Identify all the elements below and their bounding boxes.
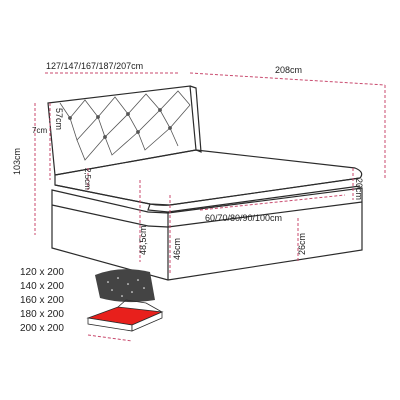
side-height-label: 26cm [297,233,307,255]
total-height-label: 103cm [12,148,22,175]
topper-edge-label: 20cm [354,178,364,200]
size-item: 120 x 200 [20,267,64,278]
size-item: 180 x 200 [20,309,64,320]
storage-box-illustration [86,269,164,342]
mattress [54,149,363,213]
headboard-gap-label: 7cm [32,126,47,135]
top-width-label: 127/147/167/187/207cm [46,61,143,71]
sizes-list: 120 x 200 140 x 200 160 x 200 180 x 200 … [20,267,64,334]
front-height-label: 48,5cm [138,225,148,255]
mattress-widths-label: 60/70/80/90/100cm [205,213,282,223]
base-height-label: 46cm [172,238,182,260]
lid-texture [107,277,145,297]
topper-thickness-label: 2,5cm [83,168,92,190]
dimension-lines [34,72,386,275]
size-item: 200 x 200 [20,323,64,334]
size-item: 140 x 200 [20,281,64,292]
box-base [51,187,363,281]
length-label: 208cm [275,65,302,75]
headboard [47,85,202,176]
size-item: 160 x 200 [20,295,64,306]
headboard-tufting [59,90,191,161]
headboard-tall-label: 57cm [54,108,64,130]
